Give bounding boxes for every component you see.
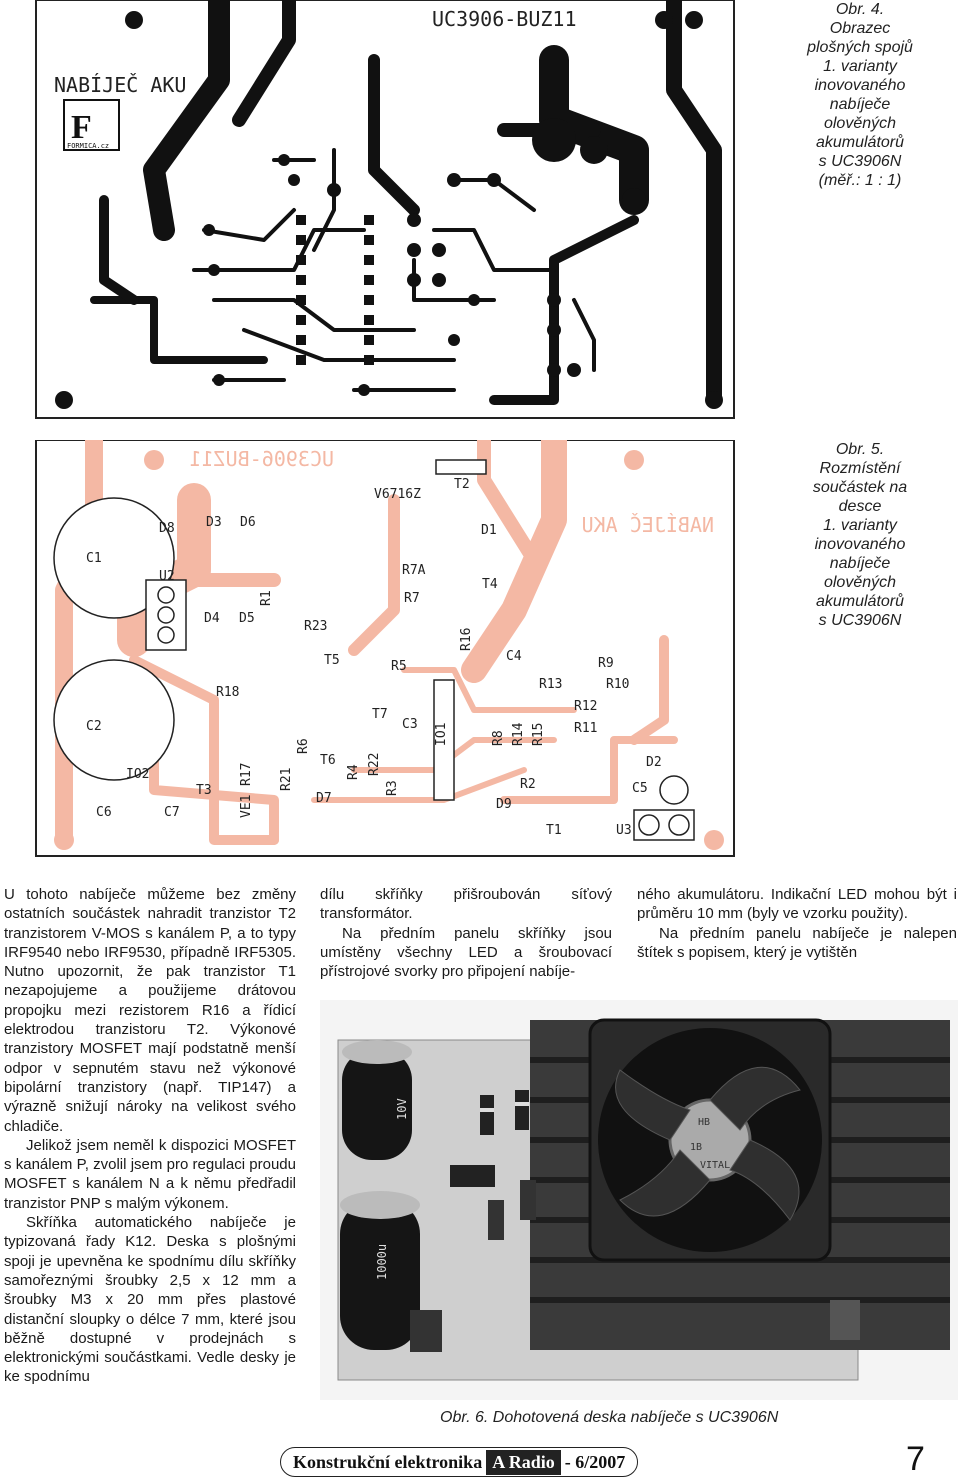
col1-para-2: Jelikož jsem neměl k dispozici MOSFET s … [4, 1136, 296, 1212]
text-column-1: U tohoto nabíječe můžeme bez změny ostat… [4, 885, 296, 1387]
svg-text:D6: D6 [240, 515, 256, 530]
mirrored-board-code: UC3906-BUZ11 [190, 447, 335, 471]
text-column-2: dílu skříňky přišroubován síťový transfo… [320, 885, 612, 981]
svg-text:R9: R9 [598, 656, 614, 671]
svg-text:C3: C3 [402, 717, 418, 732]
svg-text:R13: R13 [539, 677, 562, 692]
svg-text:R17: R17 [239, 763, 254, 786]
svg-text:D8: D8 [159, 521, 175, 536]
pcb-logo-letter: F [71, 109, 92, 146]
svg-text:C2: C2 [86, 719, 102, 734]
footer-left: Konstrukční elektronika [293, 1451, 483, 1472]
svg-text:T7: T7 [372, 707, 388, 722]
svg-text:R5: R5 [391, 659, 407, 674]
figure-4-caption: Obr. 4. Obrazec plošných spojů 1. varian… [807, 1, 913, 189]
svg-text:R8: R8 [491, 730, 506, 746]
svg-text:R3: R3 [385, 780, 400, 796]
pcb-board-code: UC3906-BUZ11 [432, 7, 577, 31]
svg-text:T5: T5 [324, 653, 340, 668]
svg-text:V6716Z: V6716Z [374, 487, 421, 502]
svg-text:R22: R22 [367, 753, 382, 776]
pcb-logo-text: FORMICA.cz [67, 142, 109, 150]
svg-text:D4: D4 [204, 611, 220, 626]
svg-text:T6: T6 [320, 753, 336, 768]
svg-text:C4: C4 [506, 649, 522, 664]
col1-para-1: U tohoto nabíječe můžeme bez změny ostat… [4, 886, 296, 1135]
figure-5-caption: Obr. 5. Rozmístění součástek na desce 1.… [812, 441, 908, 629]
svg-text:D5: D5 [239, 611, 255, 626]
col3-para-2: Na předním panelu nabíječe je nalepen št… [637, 924, 957, 961]
cap-label-10v: 10V [395, 1098, 409, 1120]
svg-text:R23: R23 [304, 619, 327, 634]
svg-text:U2: U2 [159, 569, 175, 584]
svg-text:R10: R10 [606, 677, 629, 692]
footer-right: - 6/2007 [564, 1451, 626, 1472]
svg-text:R16: R16 [459, 628, 474, 651]
svg-text:R6: R6 [296, 738, 311, 754]
svg-text:T3: T3 [196, 783, 212, 798]
fan-label-vital: VITAL [700, 1160, 730, 1171]
col3-para-1: ného akumulátoru. Indikační LED mohou bý… [637, 886, 957, 923]
footer-mid: A Radio [486, 1449, 561, 1475]
svg-text:R15: R15 [531, 723, 546, 746]
svg-text:D7: D7 [316, 791, 332, 806]
svg-text:C1: C1 [86, 551, 102, 566]
cap-label-1000u: 1000u [375, 1244, 389, 1280]
text-column-3: ného akumulátoru. Indikační LED mohou bý… [637, 885, 957, 962]
svg-text:IO2: IO2 [126, 767, 149, 782]
svg-text:VE1: VE1 [239, 795, 254, 818]
svg-text:T4: T4 [482, 577, 498, 592]
fan-label-1b: 1B [690, 1142, 702, 1153]
svg-text:R12: R12 [574, 699, 597, 714]
svg-text:D3: D3 [206, 515, 222, 530]
footer-magazine-title: Konstrukční elektronika A Radio - 6/2007 [280, 1447, 639, 1477]
svg-text:U3: U3 [616, 823, 632, 838]
col1-para-3: Skříňka automatického nabíječe je typizo… [4, 1214, 296, 1386]
svg-text:R4: R4 [346, 764, 361, 780]
col2-para-2: Na předním panelu skříňky jsou umístěny … [320, 924, 612, 981]
svg-text:C5: C5 [632, 781, 648, 796]
svg-text:D9: D9 [496, 797, 512, 812]
svg-text:T2: T2 [454, 477, 470, 492]
svg-text:R2: R2 [520, 777, 536, 792]
svg-text:C7: C7 [164, 805, 180, 820]
pcb-artwork-figure: UC3906-BUZ11 NABÍJEČ AKU F FORMICA.cz [35, 0, 735, 419]
svg-text:D2: D2 [646, 755, 662, 770]
svg-text:R21: R21 [279, 768, 294, 791]
pcb-board-title: NABÍJEČ AKU [54, 73, 186, 97]
fan-label-hb: HB [698, 1117, 710, 1128]
svg-text:R14: R14 [511, 722, 526, 746]
page-number: 7 [906, 1440, 925, 1478]
svg-text:R1: R1 [259, 590, 274, 606]
svg-text:C6: C6 [96, 805, 112, 820]
svg-text:T1: T1 [546, 823, 562, 838]
finished-board-photo: HB 1B VITAL 1000u 10V [320, 1000, 958, 1400]
mirrored-board-title: NABÍJEČ AKU [582, 513, 714, 537]
svg-text:D1: D1 [481, 523, 497, 538]
svg-text:IO1: IO1 [434, 723, 449, 746]
col2-para-1: dílu skříňky přišroubován síťový transfo… [320, 886, 612, 923]
svg-text:R18: R18 [216, 685, 239, 700]
svg-text:R11: R11 [574, 721, 597, 736]
svg-text:R7: R7 [404, 591, 420, 606]
figure-6-caption: Obr. 6. Dohotovená deska nabíječe s UC39… [440, 1409, 779, 1426]
svg-text:R7A: R7A [402, 563, 426, 578]
